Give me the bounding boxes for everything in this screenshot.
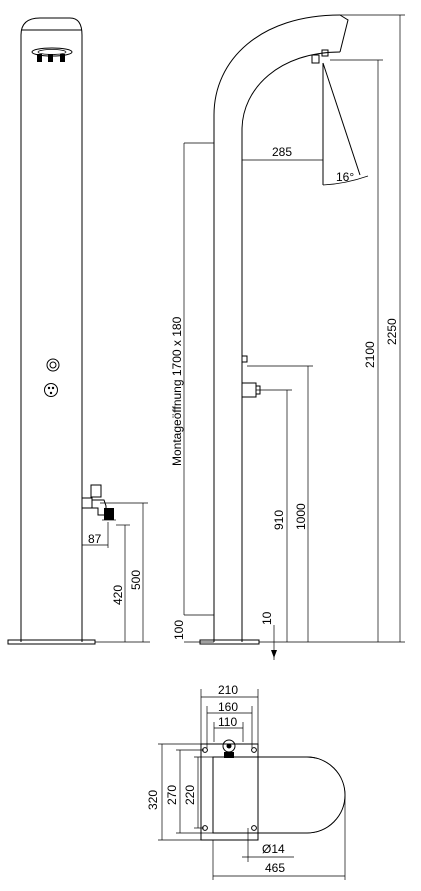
- top-view: 210 160 110 320 270 220 Ø14 465: [146, 683, 346, 880]
- dim-2250-label: 2250: [385, 318, 399, 345]
- dim-320-label: 320: [146, 790, 160, 810]
- dim-1000-label: 1000: [294, 503, 308, 530]
- dim-100-label: 100: [172, 620, 186, 640]
- dim-160-label: 160: [218, 700, 238, 714]
- dim-10-label: 10: [260, 611, 274, 625]
- front-column: [20, 17, 83, 642]
- side-tap-icon: [81, 484, 116, 521]
- foot-shower-button-icon: [44, 383, 58, 397]
- top-base-plate: [200, 743, 259, 841]
- side-column-arch: [213, 14, 341, 642]
- dim-420-label: 420: [111, 585, 125, 605]
- dim-500-label: 500: [129, 570, 143, 590]
- dim-2100-label: 2100: [363, 341, 377, 368]
- mounting-opening-label: Montageöffnung 1700 x 180: [170, 316, 184, 466]
- dim-210-label: 210: [218, 683, 238, 697]
- dim-285-label: 285: [272, 145, 292, 159]
- angle-label: 16°: [336, 170, 354, 184]
- top-arm: [212, 756, 346, 834]
- dim-910-label: 910: [272, 510, 286, 530]
- shower-head-icon: [31, 47, 73, 62]
- dim-270-label: 270: [165, 785, 179, 805]
- dim-87-label: 87: [88, 532, 102, 546]
- dim-110-label: 110: [218, 715, 237, 729]
- dim-220-label: 220: [183, 785, 197, 805]
- side-view: 16° 285 Montageöffnung 1700 x 180 100 91…: [170, 14, 405, 660]
- push-button-icon: [46, 358, 60, 372]
- front-view: 87 420 500: [7, 17, 150, 645]
- dia-14-label: Ø14: [262, 842, 285, 856]
- dim-465-label: 465: [265, 861, 285, 875]
